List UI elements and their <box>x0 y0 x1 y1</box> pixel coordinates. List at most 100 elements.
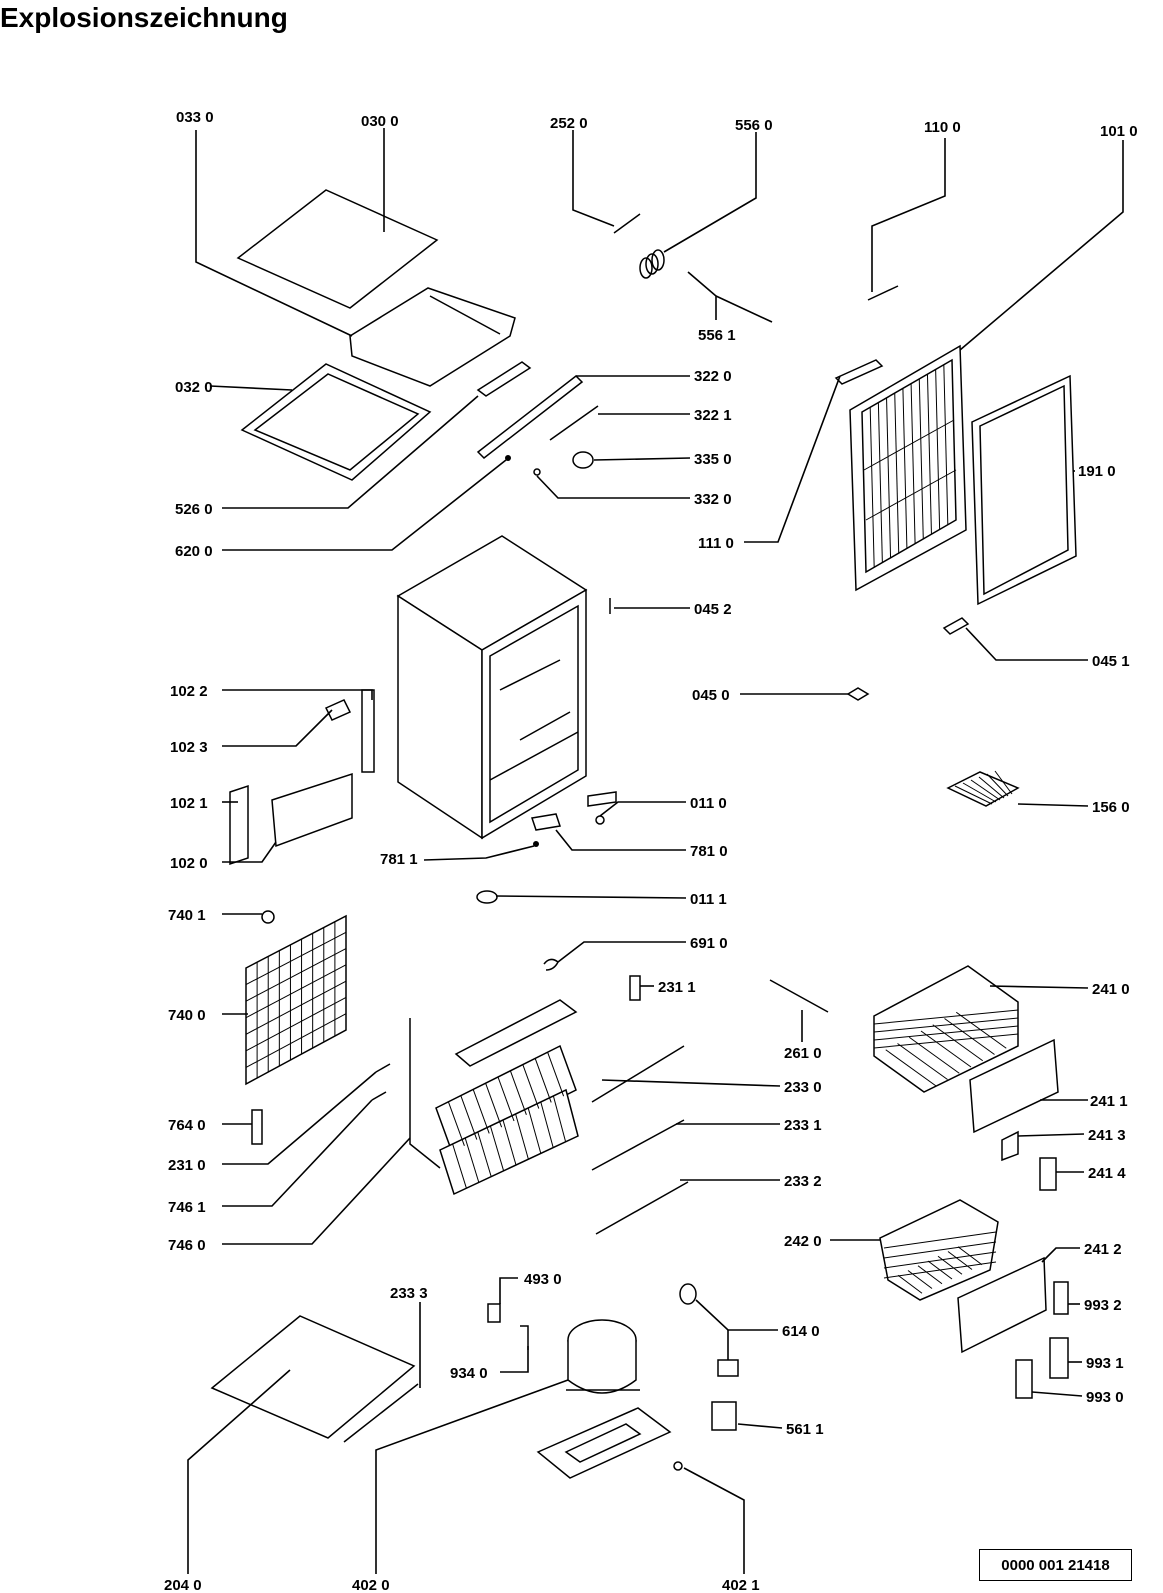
part-993-2 <box>1053 1281 1069 1315</box>
part-781-1 <box>533 841 539 847</box>
part-102-0 <box>271 772 353 848</box>
label-993-2: 993 2 <box>1084 1297 1122 1314</box>
part-233-2 <box>595 1181 689 1235</box>
label-241-2: 241 2 <box>1084 1241 1122 1258</box>
label-691-0: 691 0 <box>690 935 728 952</box>
part-561-1 <box>711 1401 737 1431</box>
part-bottom-cover <box>210 1315 416 1439</box>
part-526 <box>476 361 532 397</box>
label-101-0: 101 0 <box>1100 123 1138 140</box>
label-191-0: 191 0 <box>1078 463 1116 480</box>
part-ice-tray <box>946 770 1020 807</box>
label-740-1: 740 1 <box>168 907 206 924</box>
label-045-0: 045 0 <box>692 687 730 704</box>
part-cover-sheet <box>236 189 439 309</box>
part-493 <box>487 1303 501 1323</box>
part-231-1 <box>629 975 641 1001</box>
page-title: Explosionszeichnung <box>0 2 288 33</box>
part-011-1 <box>476 890 498 904</box>
label-764-0: 764 0 <box>168 1117 206 1134</box>
part-045-1 <box>942 617 970 635</box>
part-261 <box>769 979 829 1013</box>
label-252-0: 252 0 <box>550 115 588 132</box>
part-045-0 <box>846 687 870 701</box>
label-781-1: 781 1 <box>380 851 418 868</box>
part-233-0 <box>591 1045 685 1103</box>
part-746-1 <box>371 1091 387 1101</box>
label-241-4: 241 4 <box>1088 1165 1126 1182</box>
part-011-0 <box>587 791 617 807</box>
part-frame <box>240 363 432 481</box>
part-241-4 <box>1039 1157 1057 1191</box>
part-compressor <box>566 1319 640 1394</box>
label-032-0: 032 0 <box>175 379 213 396</box>
label-045-1: 045 1 <box>1092 653 1130 670</box>
part-basket-lower <box>879 1199 999 1301</box>
label-233-2: 233 2 <box>784 1173 822 1190</box>
label-746-0: 746 0 <box>168 1237 206 1254</box>
label-993-1: 993 1 <box>1086 1355 1124 1372</box>
label-241-3: 241 3 <box>1088 1127 1126 1144</box>
label-111-0: 111 0 <box>698 535 734 552</box>
label-102-2: 102 2 <box>170 683 208 700</box>
part-233-3 <box>343 1383 419 1443</box>
label-231-1: 231 1 <box>658 979 696 996</box>
label-740-0: 740 0 <box>168 1007 206 1024</box>
label-011-0: 011 0 <box>690 795 727 812</box>
part-614-b <box>717 1359 739 1377</box>
part-233-1 <box>591 1119 685 1171</box>
part-top-cover <box>349 287 516 387</box>
label-493-0: 493 0 <box>524 1271 562 1288</box>
label-102-3: 102 3 <box>170 739 208 756</box>
label-261-0: 261 0 <box>784 1045 822 1062</box>
label-011-1: 011 1 <box>690 891 727 908</box>
part-evaporator <box>409 999 579 1196</box>
part-740-1 <box>261 910 275 924</box>
label-102-0: 102 0 <box>170 855 208 872</box>
part-241-3 <box>1001 1130 1019 1162</box>
part-rail <box>476 375 584 459</box>
part-241-1 <box>969 1038 1059 1134</box>
part-241-2 <box>957 1256 1047 1354</box>
part-332 <box>533 468 541 476</box>
label-233-0: 233 0 <box>784 1079 822 1096</box>
leader-lines <box>187 128 1124 1574</box>
label-526-0: 526 0 <box>175 501 213 518</box>
label-332-0: 332 0 <box>694 491 732 508</box>
label-402-1: 402 1 <box>722 1577 760 1593</box>
label-241-1: 241 1 <box>1090 1093 1128 1110</box>
part-993-0 <box>1015 1359 1033 1399</box>
label-030-0: 030 0 <box>361 113 399 130</box>
label-402-0: 402 0 <box>352 1577 390 1593</box>
label-556-1: 556 1 <box>698 327 736 344</box>
part-402-1 <box>673 1461 683 1471</box>
label-335-0: 335 0 <box>694 451 732 468</box>
label-993-0: 993 0 <box>1086 1389 1124 1406</box>
label-156-0: 156 0 <box>1092 799 1130 816</box>
label-241-0: 241 0 <box>1092 981 1130 998</box>
label-231-0: 231 0 <box>168 1157 206 1174</box>
label-614-0: 614 0 <box>782 1323 820 1340</box>
label-204-0: 204 0 <box>164 1577 202 1593</box>
label-233-3: 233 3 <box>390 1285 428 1302</box>
part-231-0 <box>375 1063 391 1073</box>
part-993-1 <box>1049 1337 1069 1379</box>
part-620 <box>505 455 511 461</box>
part-gasket <box>971 374 1077 606</box>
part-basket-upper <box>873 965 1019 1093</box>
label-045-2: 045 2 <box>694 601 732 618</box>
label-556-0: 556 0 <box>735 117 773 134</box>
part-614 <box>679 1283 697 1305</box>
label-233-1: 233 1 <box>784 1117 822 1134</box>
label-102-1: 102 1 <box>170 795 208 812</box>
label-746-1: 746 1 <box>168 1199 206 1216</box>
part-102-1 <box>229 784 249 866</box>
label-620-0: 620 0 <box>175 543 213 560</box>
reference-number-box: 0000 001 21418 <box>979 1549 1132 1581</box>
part-cabinet <box>396 535 588 840</box>
part-door <box>849 344 967 592</box>
label-934-0: 934 0 <box>450 1365 488 1382</box>
label-561-1: 561 1 <box>786 1421 824 1438</box>
part-110 <box>867 285 899 301</box>
